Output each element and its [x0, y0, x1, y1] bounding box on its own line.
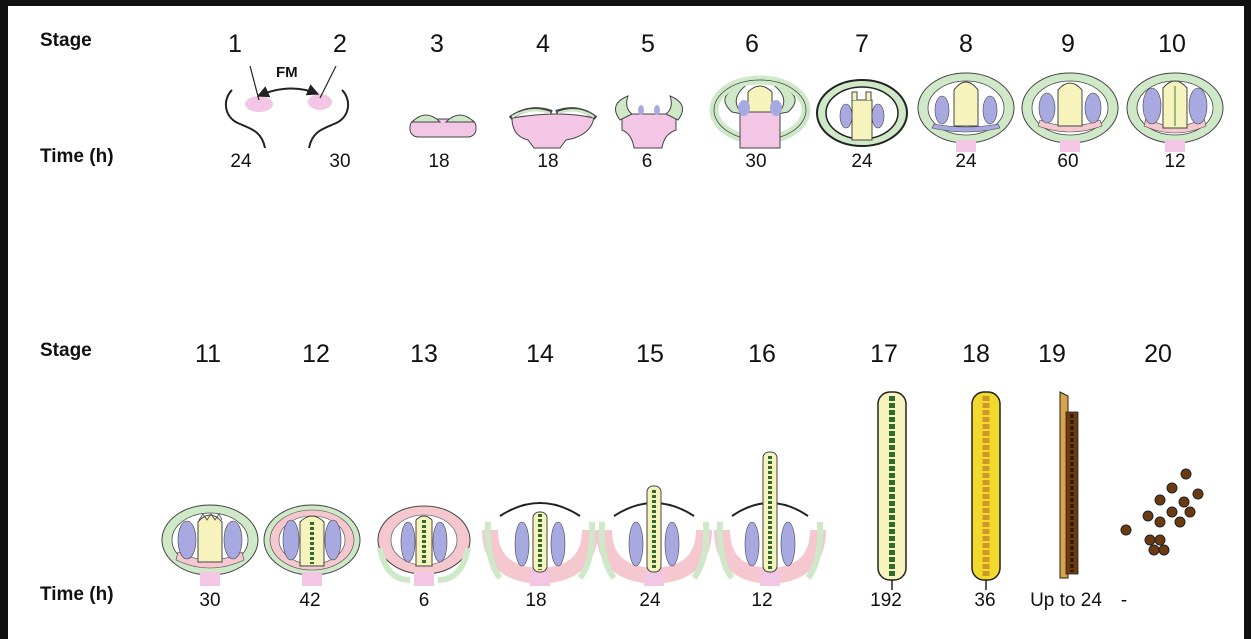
time-value: 18 — [525, 590, 547, 611]
stage-number: 19 — [1038, 340, 1066, 368]
time-value: 60 — [1057, 151, 1079, 172]
stage-4-drawing — [508, 107, 598, 149]
stage-12-drawing — [263, 504, 361, 586]
stage-7-drawing — [816, 79, 908, 147]
stage-number: 3 — [430, 30, 444, 58]
stage-number: 18 — [962, 340, 990, 368]
stage-number: 16 — [748, 340, 776, 368]
stage-number: 7 — [855, 30, 869, 58]
stage-3-drawing — [409, 114, 477, 138]
stage-number: 9 — [1061, 30, 1075, 58]
time-value: - — [1120, 590, 1128, 611]
time-label-row1: Time (h) — [40, 146, 114, 167]
time-value: 42 — [299, 590, 321, 611]
stage-9-drawing — [1021, 72, 1119, 152]
time-value: 6 — [641, 151, 653, 172]
stage-number: 11 — [195, 340, 221, 368]
stage-number: 10 — [1158, 30, 1186, 58]
time-value: 18 — [537, 151, 559, 172]
stage-15-drawing — [596, 485, 712, 586]
stage-13-drawing — [377, 505, 471, 586]
stage-label-row2: Stage — [40, 340, 92, 361]
floral-meristem-left — [245, 96, 273, 112]
stage-number: 6 — [745, 30, 759, 58]
floral-meristem-right — [308, 94, 332, 110]
stage-number: 5 — [641, 30, 655, 58]
stage-8-drawing — [917, 72, 1015, 152]
stage-number: 2 — [333, 30, 347, 58]
time-value: 24 — [851, 151, 873, 172]
stage-label-row1: Stage — [40, 30, 92, 51]
time-value: 24 — [955, 151, 977, 172]
time-value: 36 — [974, 590, 996, 611]
time-value: 12 — [751, 590, 773, 611]
time-value: 24 — [230, 151, 252, 172]
stage-11-drawing — [161, 504, 259, 586]
time-value: 192 — [870, 590, 902, 611]
stage-14-drawing — [482, 502, 598, 586]
stage-1-2-meristem-drawing — [224, 65, 350, 149]
time-value: 12 — [1164, 151, 1186, 172]
time-value: 18 — [428, 151, 450, 172]
stage-5-drawing — [615, 95, 683, 149]
stage-19-silique-drawing — [1059, 391, 1079, 579]
stage-6-drawing — [709, 75, 811, 149]
stage-17-silique-drawing — [877, 391, 907, 590]
stage-18-silique-drawing — [971, 391, 1001, 590]
stage-number: 1 — [228, 30, 242, 58]
stage-number: 12 — [302, 340, 330, 368]
time-value: Up to 24 — [1030, 590, 1102, 611]
time-value: 30 — [745, 151, 767, 172]
stage-number: 15 — [636, 340, 664, 368]
stage-number: 4 — [536, 30, 550, 58]
time-value: 30 — [199, 590, 221, 611]
stage-10-drawing — [1126, 72, 1224, 152]
stage-number: 14 — [526, 340, 554, 368]
stage-16-drawing — [714, 451, 826, 586]
stage-20-seeds-drawing — [1120, 468, 1204, 556]
time-label-row2: Time (h) — [40, 584, 114, 605]
time-value: 6 — [418, 590, 430, 611]
stage-number: 8 — [959, 30, 973, 58]
time-value: 24 — [639, 590, 661, 611]
stage-number: 13 — [410, 340, 438, 368]
stage-number: 17 — [870, 340, 898, 368]
time-value: 30 — [329, 151, 351, 172]
fm-label: FM — [276, 64, 298, 81]
stage-number: 20 — [1144, 340, 1172, 368]
